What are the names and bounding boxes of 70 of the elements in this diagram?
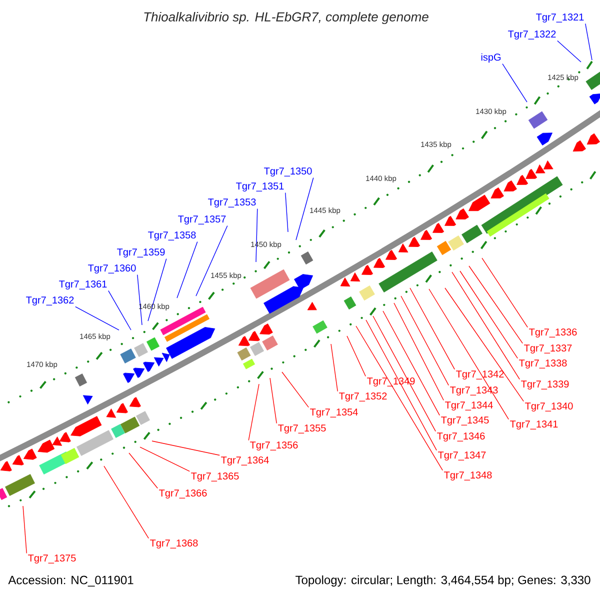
leader-line [502, 64, 528, 102]
gene-label: Tgr7_1360 [88, 264, 136, 274]
gene-label: Tgr7_1352 [339, 392, 387, 402]
title: Thioalkalivibrio sp. HL-EbGR7, complete genome [144, 12, 428, 24]
leader-line [285, 192, 288, 232]
gene-label: Tgr7_1358 [148, 231, 196, 241]
gene-label: Tgr7_1339 [521, 380, 569, 390]
leader-line [108, 290, 132, 330]
leader-line [382, 310, 440, 416]
gene-label: Tgr7_1359 [117, 248, 165, 258]
gene-label: Tgr7_1336 [529, 328, 577, 338]
leader-line [400, 296, 449, 386]
leader-line [296, 177, 314, 240]
gene-label: Tgr7_1344 [445, 401, 493, 411]
leader-line [176, 241, 198, 298]
footer-text: Accession: NC_011901 [8, 575, 134, 587]
footer-text: Topology: circular; Length: 3,464,554 bp; Genes: 3,330 [296, 575, 590, 587]
leader-line [22, 506, 27, 554]
leader-line [256, 208, 258, 262]
gene-label: Tgr7_1338 [519, 359, 567, 369]
leader-line [270, 378, 277, 424]
gene-label: Tgr7_1345 [441, 416, 489, 426]
gene-label: Tgr7_1366 [159, 489, 207, 499]
gene-label: Tgr7_1357 [178, 215, 226, 225]
gene-label: Tgr7_1362 [26, 296, 74, 306]
leader-line [248, 384, 260, 441]
gene-label: Tgr7_1355 [278, 424, 326, 434]
leader-line [137, 274, 142, 326]
leader-line [366, 320, 437, 451]
gene-label: Tgr7_1354 [310, 408, 358, 418]
gene-label: ispG [481, 53, 501, 63]
leader-line [330, 344, 338, 392]
gene-label: Tgr7_1375 [28, 554, 76, 564]
gene-label: Tgr7_1361 [59, 280, 107, 290]
leader-line [428, 288, 509, 420]
leader-line [128, 452, 158, 489]
gene-label: Tgr7_1321 [536, 13, 584, 23]
gene-label: Tgr7_1346 [437, 432, 485, 442]
gene-label: Tgr7_1322 [508, 30, 556, 40]
gene-label: Tgr7_1356 [250, 441, 298, 451]
gene-label: Tgr7_1341 [510, 420, 558, 430]
leader-line [75, 306, 120, 330]
leader-line [148, 258, 167, 322]
gene-label: Tgr7_1340 [525, 402, 573, 412]
gene-label: Tgr7_1350 [264, 167, 312, 177]
leader-line [410, 288, 455, 370]
leader-line [557, 40, 582, 62]
leader-line [585, 23, 592, 60]
leader-line [452, 272, 520, 380]
gene-label: Tgr7_1364 [221, 456, 269, 466]
leader-line [444, 288, 524, 402]
gene-label: Tgr7_1351 [236, 182, 284, 192]
leader-line [140, 446, 190, 472]
leader-line [460, 270, 518, 359]
gene-label: Tgr7_1353 [208, 198, 256, 208]
leader-line [394, 302, 444, 401]
leader-line [346, 336, 366, 377]
leader-line [282, 372, 309, 408]
leader-line [152, 440, 220, 456]
leader-line [196, 225, 228, 296]
leader-line [372, 316, 436, 432]
gene-label: Tgr7_1337 [524, 344, 572, 354]
gene-label: Tgr7_1347 [438, 451, 486, 461]
leader-line [356, 326, 443, 471]
leader-line [104, 466, 149, 539]
gene-label: Tgr7_1368 [150, 539, 198, 549]
gene-label: Tgr7_1365 [191, 472, 239, 482]
gene-label: Tgr7_1348 [444, 471, 492, 481]
leader-line [482, 258, 528, 328]
leader-line [468, 266, 523, 344]
